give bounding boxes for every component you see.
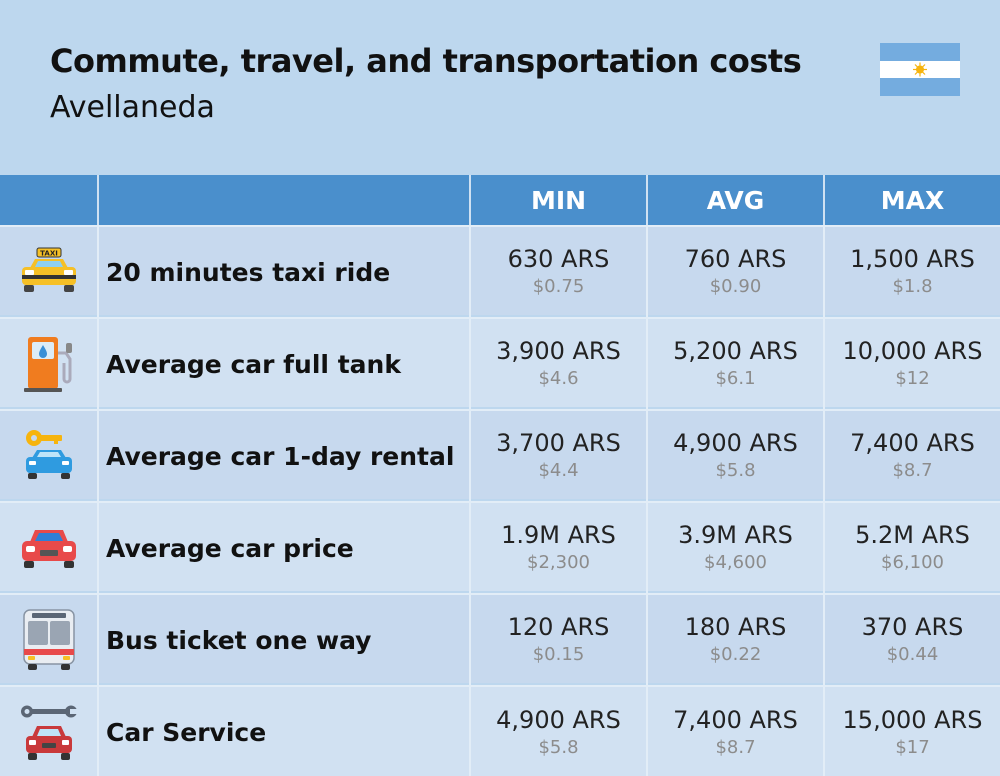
max-value: 7,400 ARS — [850, 429, 975, 457]
row-label: Bus ticket one way — [97, 595, 469, 685]
min-value-cell: 630 ARS $0.75 — [469, 227, 646, 317]
min-usd-value: $4.6 — [538, 368, 579, 389]
min-value-cell: 3,700 ARS $4.4 — [469, 411, 646, 501]
table-row: Average car full tank 3,900 ARS $4.6 5,2… — [0, 317, 1000, 409]
avg-value-cell: 4,900 ARS $5.8 — [646, 411, 823, 501]
table-row: Average car 1-day rental 3,700 ARS $4.4 … — [0, 409, 1000, 501]
car-service-wrench-icon — [20, 705, 78, 760]
max-value: 5.2M ARS — [855, 521, 970, 549]
car-rental-key-icon — [25, 430, 72, 479]
min-value: 4,900 ARS — [496, 705, 621, 734]
page-title: Commute, travel, and transportation cost… — [50, 42, 802, 80]
avg-value: 7,400 ARS — [673, 705, 798, 734]
row-label: Average car price — [97, 503, 469, 593]
row-icon-cell — [0, 411, 97, 501]
min-value-cell: 4,900 ARS $5.8 — [469, 687, 646, 776]
max-value: 1,500 ARS — [850, 245, 975, 273]
red-car-icon — [21, 530, 76, 568]
row-icon-cell — [0, 319, 97, 409]
max-value: 15,000 ARS — [842, 705, 983, 734]
max-value-cell: 10,000 ARS $12 — [823, 319, 1000, 409]
city-subtitle: Avellaneda — [50, 90, 215, 125]
taxi-icon: TAXI — [21, 247, 76, 292]
min-value-cell: 3,900 ARS $4.6 — [469, 319, 646, 409]
max-usd-value: $1.8 — [892, 276, 933, 297]
min-value: 1.9M ARS — [501, 521, 616, 549]
max-value-cell: 370 ARS $0.44 — [823, 595, 1000, 685]
table-row: Car Service 4,900 ARS $5.8 7,400 ARS $8.… — [0, 685, 1000, 776]
max-usd-value: $8.7 — [892, 460, 933, 481]
max-value-cell: 7,400 ARS $8.7 — [823, 411, 1000, 501]
min-value: 120 ARS — [507, 613, 610, 641]
avg-usd-value: $0.22 — [709, 644, 762, 665]
avg-value: 760 ARS — [684, 245, 787, 273]
avg-value-cell: 3.9M ARS $4,600 — [646, 503, 823, 593]
row-icon-cell — [0, 687, 97, 776]
header: Commute, travel, and transportation cost… — [0, 0, 1000, 175]
column-header-max: MAX — [823, 175, 1000, 225]
svg-text:TAXI: TAXI — [40, 250, 58, 258]
avg-value-cell: 5,200 ARS $6.1 — [646, 319, 823, 409]
min-usd-value: $0.15 — [532, 644, 585, 665]
avg-usd-value: $4,600 — [704, 552, 767, 573]
fuel-pump-icon — [23, 337, 72, 392]
table-header-row: MIN AVG MAX — [0, 175, 1000, 225]
min-usd-value: $0.75 — [532, 276, 585, 297]
avg-value-cell: 760 ARS $0.90 — [646, 227, 823, 317]
header-icon-cell — [0, 175, 97, 225]
row-icon-cell: TAXI — [0, 227, 97, 317]
row-label: Average car full tank — [97, 319, 469, 409]
avg-usd-value: $8.7 — [715, 736, 756, 758]
min-value: 3,700 ARS — [496, 429, 621, 457]
avg-usd-value: $6.1 — [715, 368, 756, 389]
column-header-avg: AVG — [646, 175, 823, 225]
min-usd-value: $2,300 — [527, 552, 590, 573]
max-value-cell: 1,500 ARS $1.8 — [823, 227, 1000, 317]
row-label: Average car 1-day rental — [97, 411, 469, 501]
max-usd-value: $0.44 — [886, 644, 939, 665]
avg-value-cell: 180 ARS $0.22 — [646, 595, 823, 685]
max-usd-value: $6,100 — [881, 552, 944, 573]
max-value-cell: 5.2M ARS $6,100 — [823, 503, 1000, 593]
max-usd-value: $12 — [895, 368, 930, 389]
avg-usd-value: $0.90 — [709, 276, 762, 297]
row-label: 20 minutes taxi ride — [97, 227, 469, 317]
table-row: TAXI 20 minutes taxi ride 630 ARS $0.75 … — [0, 225, 1000, 317]
min-value: 3,900 ARS — [496, 337, 621, 365]
max-value: 10,000 ARS — [842, 337, 983, 365]
table-row: Average car price 1.9M ARS $2,300 3.9M A… — [0, 501, 1000, 593]
min-value-cell: 1.9M ARS $2,300 — [469, 503, 646, 593]
row-label: Car Service — [97, 687, 469, 776]
row-icon-cell — [0, 595, 97, 685]
avg-value-cell: 7,400 ARS $8.7 — [646, 687, 823, 776]
column-header-min: MIN — [469, 175, 646, 225]
min-value-cell: 120 ARS $0.15 — [469, 595, 646, 685]
avg-value: 4,900 ARS — [673, 429, 798, 457]
avg-value: 5,200 ARS — [673, 337, 798, 365]
avg-value: 180 ARS — [684, 613, 787, 641]
min-usd-value: $4.4 — [538, 460, 579, 481]
header-label-cell — [97, 175, 469, 225]
table-row: Bus ticket one way 120 ARS $0.15 180 ARS… — [0, 593, 1000, 685]
min-usd-value: $5.8 — [538, 736, 579, 758]
max-usd-value: $17 — [895, 736, 930, 758]
avg-value: 3.9M ARS — [678, 521, 793, 549]
argentina-flag-icon — [880, 43, 960, 96]
bus-icon — [22, 609, 75, 670]
min-value: 630 ARS — [507, 245, 610, 273]
row-icon-cell — [0, 503, 97, 593]
max-value: 370 ARS — [861, 613, 964, 641]
max-value-cell: 15,000 ARS $17 — [823, 687, 1000, 776]
avg-usd-value: $5.8 — [715, 460, 756, 481]
